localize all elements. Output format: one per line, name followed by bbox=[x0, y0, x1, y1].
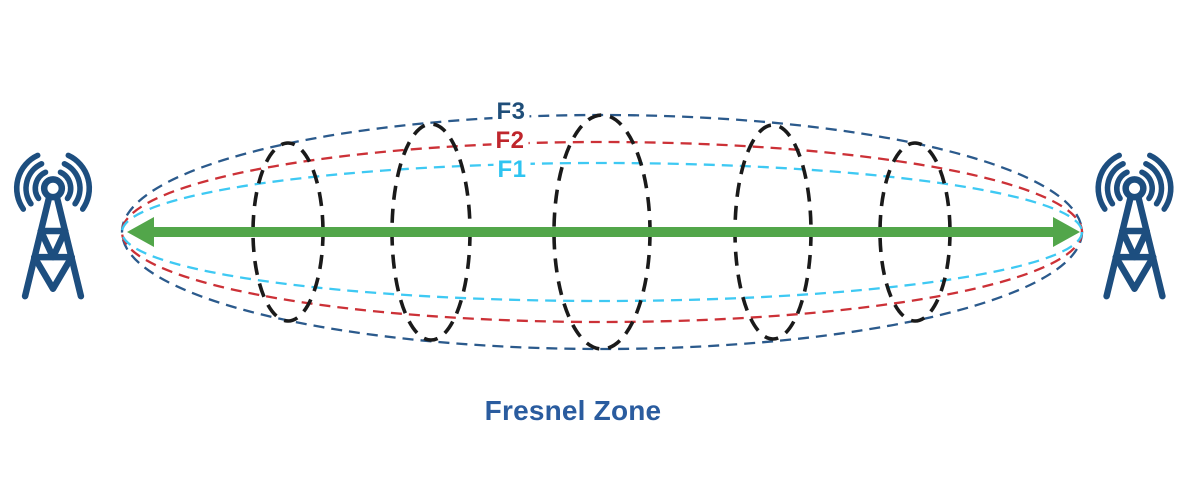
signal-arc-right-3 bbox=[65, 152, 92, 212]
signal-arc-right-2 bbox=[1143, 161, 1165, 207]
radio-tower-right-icon bbox=[1095, 152, 1174, 300]
signal-arc-right-2 bbox=[61, 161, 83, 207]
tower-mast-left bbox=[1103, 193, 1135, 300]
tower-brace-1 bbox=[1119, 227, 1150, 261]
fresnel-ellipse-f1 bbox=[120, 161, 1084, 303]
arrow-head-left bbox=[127, 217, 154, 247]
signal-waves bbox=[14, 152, 92, 212]
signal-arc-left-2 bbox=[23, 161, 45, 207]
signal-waves bbox=[1095, 152, 1174, 212]
zone-label-f1: F1 bbox=[493, 157, 531, 183]
line-of-sight-arrow bbox=[127, 217, 1080, 247]
arrow-head-right bbox=[1053, 217, 1080, 247]
tower-mast-right bbox=[53, 193, 85, 300]
tower-mast-left bbox=[21, 193, 53, 300]
signal-arc-right-1 bbox=[1139, 169, 1155, 202]
tower-head bbox=[1122, 176, 1147, 201]
signal-arc-right-1 bbox=[57, 169, 74, 202]
signal-arc-left-2 bbox=[1104, 161, 1126, 207]
tower-mast-right bbox=[1134, 193, 1166, 300]
tower-brace-2 bbox=[31, 253, 75, 292]
signal-arc-left-3 bbox=[14, 152, 41, 212]
tower-brace-2 bbox=[1112, 253, 1157, 292]
tower-head bbox=[40, 176, 66, 201]
diagram-title: Fresnel Zone bbox=[484, 395, 662, 426]
zone-label-f2: F2 bbox=[491, 128, 529, 154]
signal-arc-left-1 bbox=[1114, 169, 1130, 202]
radio-tower-left-icon bbox=[14, 152, 92, 300]
tower-brace-1 bbox=[37, 227, 69, 261]
zone-label-f3: F3 bbox=[492, 99, 530, 125]
signal-arc-left-3 bbox=[1095, 152, 1122, 212]
signal-arc-left-1 bbox=[32, 169, 49, 202]
signal-arc-right-3 bbox=[1147, 152, 1174, 212]
